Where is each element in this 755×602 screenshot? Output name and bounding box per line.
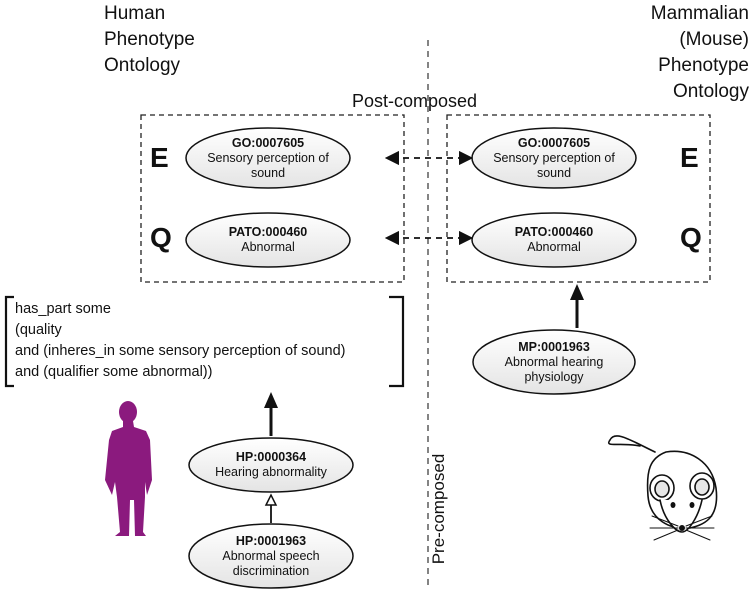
node-label: physiology xyxy=(524,369,584,384)
left-pato-ellipse xyxy=(185,212,351,268)
hp364-arrowhead xyxy=(264,392,278,408)
mouse-title-line: Ontology xyxy=(672,81,749,102)
formula-line: and (qualifier some abnormal)) xyxy=(15,364,213,380)
node-id: PATO:000460 xyxy=(514,225,594,239)
node-label: Hearing abnormality xyxy=(215,465,327,479)
mouse-ontology-title: Mammalian (Mouse) Phenotype Ontology xyxy=(651,1,749,105)
formula-line: and (inheres_in some sensory perception … xyxy=(15,343,346,359)
node-label: Abnormal xyxy=(527,240,581,254)
hp1963-node: HP:0001963 Abnormal speech discriminatio… xyxy=(189,528,353,584)
node-label: Sensory perception of xyxy=(493,150,615,165)
mouse-title-line: Phenotype xyxy=(658,55,749,76)
hp364-node: HP:0000364 Hearing abnormality xyxy=(189,440,353,490)
node-label: Abnormal speech xyxy=(222,548,320,563)
left-postcomposed-box xyxy=(140,114,405,283)
node-label: Abnormal xyxy=(241,240,295,254)
node-id: GO:0007605 xyxy=(231,135,305,150)
node-label: discrimination xyxy=(232,563,310,578)
right-go-node: GO:0007605 Sensory perception of sound xyxy=(472,130,636,186)
left-quality-letter: Q xyxy=(150,222,172,253)
node-id: GO:0007605 xyxy=(517,135,591,150)
node-label: Sensory perception of xyxy=(207,150,329,165)
node-id: HP:0000364 xyxy=(235,450,307,464)
left-go-node: GO:0007605 Sensory perception of sound xyxy=(186,130,350,186)
node-label: Abnormal hearing xyxy=(504,354,604,369)
node-label: sound xyxy=(536,165,572,180)
mp-node: MP:0001963 Abnormal hearing physiology xyxy=(473,334,635,390)
formula-right-bracket xyxy=(389,295,405,388)
right-entity-letter: E xyxy=(680,142,699,173)
post-composed-label: Post-composed xyxy=(352,91,478,111)
mp-arrowhead xyxy=(570,284,584,300)
owl-formula: has_part some (quality and (inheres_in s… xyxy=(15,299,345,383)
human-title-line: Human xyxy=(104,3,166,24)
node-id: HP:0001963 xyxy=(235,533,307,548)
human-ontology-title: Human Phenotype Ontology xyxy=(104,1,195,79)
mouse-title-line: (Mouse) xyxy=(679,29,749,50)
mp-ellipse xyxy=(472,329,636,395)
isa-arrowhead xyxy=(264,493,278,506)
human-title-line: Phenotype xyxy=(104,29,195,50)
node-id: MP:0001963 xyxy=(518,339,590,354)
right-postcomposed-box xyxy=(446,114,711,283)
hp364-ellipse xyxy=(188,437,354,493)
formula-line: (quality xyxy=(15,322,62,338)
mouse-title-line: Mammalian xyxy=(650,3,749,24)
pre-composed-label: Pre-composed xyxy=(429,453,448,565)
left-go-ellipse xyxy=(185,127,351,189)
node-id: PATO:000460 xyxy=(228,225,308,239)
human-silhouette-icon xyxy=(105,401,152,536)
formula-line: has_part some xyxy=(15,301,111,317)
formula-left-bracket xyxy=(4,295,14,388)
node-label: sound xyxy=(250,165,286,180)
right-quality-letter: Q xyxy=(680,222,702,253)
left-pato-node: PATO:000460 Abnormal xyxy=(186,215,350,265)
human-title-line: Ontology xyxy=(104,55,181,76)
left-entity-letter: E xyxy=(150,142,169,173)
right-pato-node: PATO:000460 Abnormal xyxy=(472,215,636,265)
hp1963-ellipse xyxy=(188,523,354,589)
mouse-icon xyxy=(607,435,718,541)
